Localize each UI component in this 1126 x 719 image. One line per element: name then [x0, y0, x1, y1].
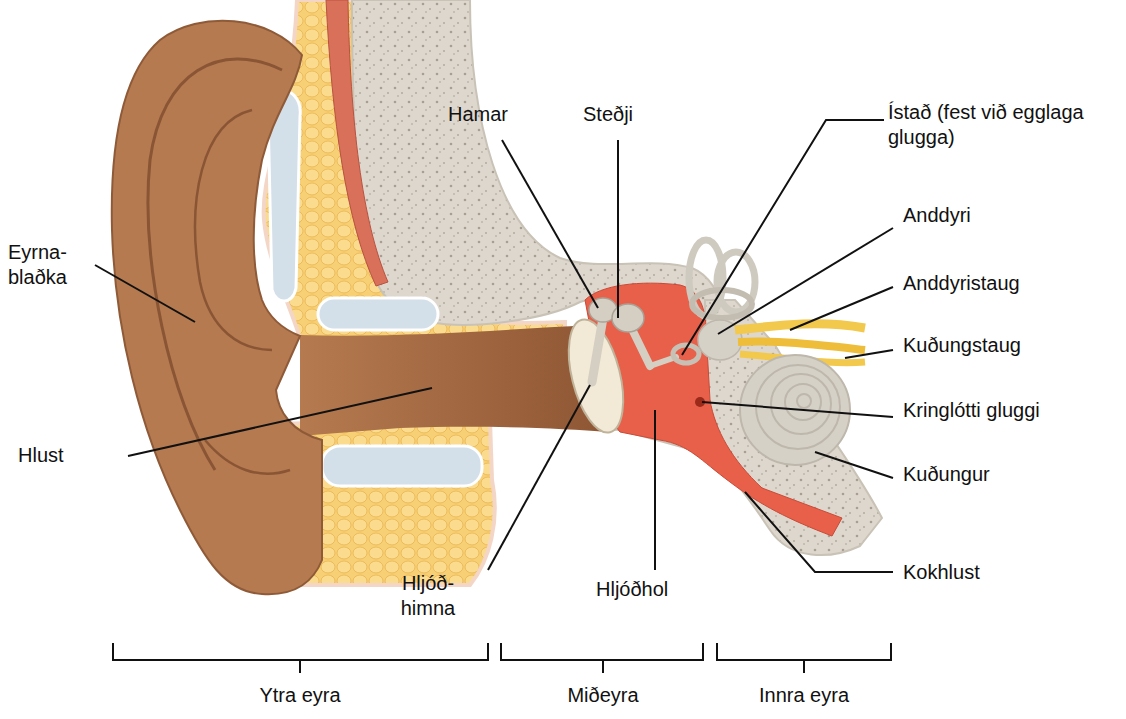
semicircular-canal	[692, 290, 752, 318]
leader-line	[654, 410, 656, 570]
cochlea-spiral	[785, 384, 821, 420]
leader-line	[95, 265, 195, 322]
malleus	[592, 318, 603, 382]
leader-line	[702, 402, 893, 417]
section-bracket	[501, 643, 703, 673]
section-bracket	[113, 643, 488, 673]
cartilage	[322, 446, 482, 486]
incus	[612, 304, 644, 332]
leader-line	[617, 140, 619, 318]
section-bracket	[717, 643, 891, 673]
part-label: Anddyristaug	[903, 271, 1103, 296]
part-label: Ístað (fest við egglaga glugga)	[888, 100, 1093, 150]
antihelix-fold	[195, 110, 272, 350]
leader-line	[790, 287, 893, 330]
part-label: Hljóð- himna	[378, 571, 478, 621]
part-label: Kringlótti gluggi	[903, 398, 1118, 423]
muscle	[326, 0, 388, 286]
leader-line	[815, 452, 893, 478]
leader-lines	[95, 120, 893, 572]
cochlea-spiral	[797, 394, 811, 408]
part-label: Eyrna- blaðka	[8, 240, 93, 290]
part-label: Steðji	[583, 102, 683, 127]
concha-fold	[205, 440, 290, 474]
cartilage	[318, 298, 438, 330]
leader-line	[502, 140, 598, 308]
leader-line	[128, 388, 432, 456]
leader-line	[488, 385, 590, 570]
part-label: Hlust	[18, 443, 118, 468]
leader-line	[745, 492, 893, 572]
part-label: Anddyri	[903, 203, 1103, 228]
cochlea-spiral	[771, 374, 831, 434]
part-label: Kokhlust	[903, 560, 1103, 585]
leader-line	[718, 228, 893, 334]
helix-fold	[148, 59, 282, 470]
auricle	[112, 21, 322, 595]
section-label: Miðeyra	[503, 683, 703, 708]
part-label: Hljóðhol	[596, 577, 726, 602]
section-brackets	[113, 643, 891, 673]
section-label: Ytra eyra	[200, 683, 400, 708]
leader-line	[682, 120, 884, 355]
part-label: Kuðungstaug	[903, 333, 1103, 358]
ear-canal	[300, 325, 608, 436]
part-label: Kuðungur	[903, 462, 1103, 487]
leader-line	[845, 350, 893, 358]
part-label: Hamar	[448, 102, 548, 127]
nerve	[738, 342, 865, 350]
upper-bone	[352, 0, 728, 325]
section-label: Innra eyra	[704, 683, 904, 708]
